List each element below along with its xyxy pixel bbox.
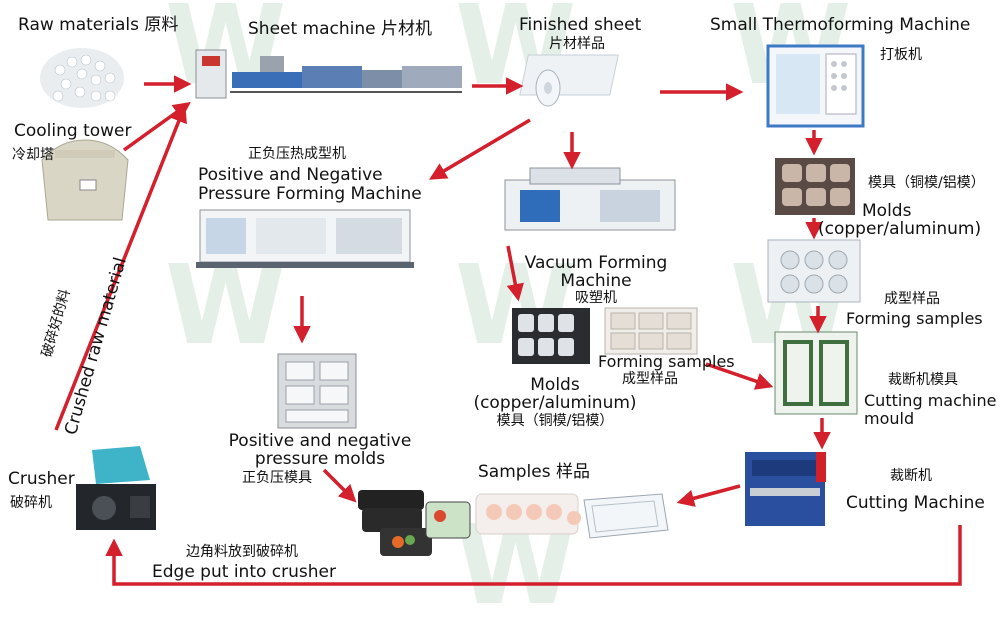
arrow-forming-to-mould [705, 362, 774, 390]
label-forming-samples-right-en: Forming samples [846, 309, 983, 328]
pn-pressure-molds-image [277, 353, 357, 429]
label-crusher-en: Crusher [8, 469, 75, 489]
clamshell-image [583, 493, 669, 539]
food-containers-image [358, 490, 471, 556]
label-pn-machine-en2: Pressure Forming Machine [198, 184, 422, 204]
label-cutting-mould-en1: Cutting machine [864, 391, 997, 410]
label-cutting-machine-en: Cutting Machine [846, 493, 985, 513]
cutting-mould-image [774, 331, 858, 415]
label-finished-sheet-en: Finished sheet [519, 15, 642, 35]
egg-tray-image [475, 493, 581, 535]
label-forming-samples-right-cn: 成型样品 [884, 291, 940, 307]
label-samples: Samples 样品 [478, 462, 591, 482]
molds-aluminum-image [512, 308, 590, 364]
label-molds-mid-en1: Molds [530, 375, 580, 395]
cutting-machine-image [745, 452, 826, 526]
arrow-pnmolds-to-containers [322, 468, 357, 503]
finished-sheet-image [519, 54, 619, 107]
label-vacuum-cn: 吸塑机 [575, 290, 617, 306]
arrow-crushed-up [54, 104, 187, 431]
watermark-logo: W [165, 241, 287, 369]
forming-samples-tray-image [604, 307, 698, 355]
label-cooling-tower-en: Cooling tower [14, 121, 132, 141]
arrow-cutting-to-clamshell [676, 484, 741, 507]
label-molds-right-en1: Molds [862, 201, 912, 221]
label-cooling-tower-cn: 冷却塔 [12, 147, 54, 163]
label-cutting-machine-cn: 裁断机 [890, 468, 932, 484]
vacuum-forming-machine-image [504, 167, 676, 231]
label-pn-machine-en1: Positive and Negative [198, 165, 383, 185]
arrow-edge-to-crusher [105, 525, 962, 586]
label-forming-samples-mid-en: Forming samples [598, 352, 735, 371]
sheet-machine-image [195, 49, 462, 99]
label-forming-samples-mid-cn: 成型样品 [622, 371, 678, 387]
label-sheet-machine: Sheet machine 片材机 [248, 19, 433, 39]
label-small-thermo-en: Small Thermoforming Machine [710, 15, 971, 35]
label-pn-molds-en2: pressure molds [254, 449, 386, 469]
arrow-vacuum-to-molds [506, 245, 524, 302]
label-small-thermo-cn: 打板机 [880, 47, 922, 63]
label-raw-materials: Raw materials 原料 [18, 15, 179, 35]
label-molds-right-en2: (copper/aluminum) [818, 219, 982, 239]
label-finished-sheet-cn: 片材样品 [549, 36, 605, 52]
label-pn-machine-cn: 正负压热成型机 [248, 146, 346, 162]
label-molds-mid-en2: (copper/aluminum) [473, 393, 637, 413]
flow-arrows [54, 75, 962, 586]
label-cutting-mould-cn: 裁断机模具 [888, 372, 958, 388]
arrow-sheet-to-pn [428, 118, 531, 180]
label-edge-en: Edge put into crusher [152, 562, 336, 582]
label-molds-mid-cn: 模具（铜模/铝模） [496, 413, 614, 429]
arrow-cooling-to-sheet [122, 101, 191, 152]
label-vacuum-en2: Machine [560, 271, 632, 291]
crusher-image [76, 446, 156, 530]
label-pn-molds-en1: Positive and negative [228, 431, 412, 451]
label-vacuum-en1: Vacuum Forming [524, 253, 668, 273]
molds-copper-image [775, 158, 855, 215]
cooling-tower-image [41, 139, 129, 221]
forming-samples-image [767, 239, 861, 303]
label-crusher-cn: 破碎机 [10, 495, 52, 511]
raw-pellets-image [40, 48, 124, 108]
label-cutting-mould-en2: mould [864, 409, 915, 428]
illustrations [40, 44, 865, 556]
label-edge-cn: 边角料放到破碎机 [186, 544, 298, 560]
label-pn-molds-cn: 正负压模具 [242, 470, 312, 486]
small-thermoforming-machine-image [766, 44, 865, 128]
label-molds-right-cn: 模具（铜模/铝模） [868, 175, 985, 191]
pn-forming-machine-image [196, 209, 414, 268]
